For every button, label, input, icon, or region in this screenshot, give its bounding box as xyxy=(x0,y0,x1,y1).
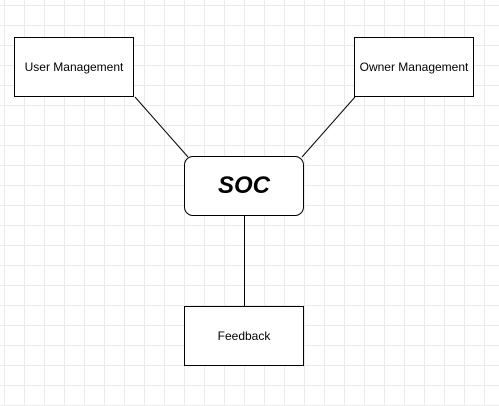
node-label: User Management xyxy=(24,59,124,74)
node-soc[interactable]: SOC xyxy=(184,156,304,216)
edge-soc-owner-management[interactable] xyxy=(301,96,356,158)
node-label: SOC xyxy=(217,171,270,199)
node-label: Feedback xyxy=(217,328,271,343)
node-owner-management[interactable]: Owner Management xyxy=(354,37,474,97)
node-feedback[interactable]: Feedback xyxy=(184,306,304,366)
node-user-management[interactable]: User Management xyxy=(14,37,134,97)
node-label: Owner Management xyxy=(359,59,469,74)
edge-soc-user-management[interactable] xyxy=(134,96,189,158)
